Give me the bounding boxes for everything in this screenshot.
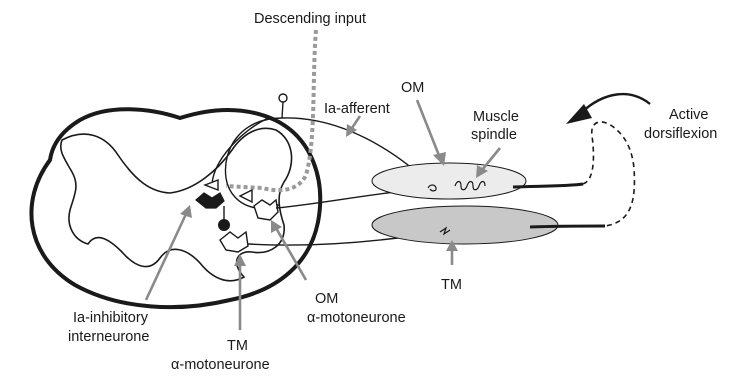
tm-tendon [530,226,605,227]
om-top-pointer [417,100,440,158]
tm-motoneurone-soma [220,232,248,252]
ia-afferent-pointer [352,116,360,128]
descending-input-label: Descending input [254,11,366,27]
om-muscle [372,163,526,199]
om-motoneurone-label-line2: α-motoneurone [307,310,406,326]
ia-inhibitory-label-line2: interneurone [68,329,149,345]
muscle-spindle-label-line1: Muscle [473,109,519,125]
tm-motoneurone-label-line1: TM [227,338,248,354]
ia-afferent-stem [282,102,283,118]
ia-synapse-terminal-left [205,180,218,190]
om-motoneurone-soma [254,200,278,220]
dorsiflexion-arrow [582,94,650,112]
foot-outline-dashed [583,122,634,226]
inhibitory-synapse [218,219,230,231]
om-top-label: OM [401,80,424,96]
ia-afferent-to-interneurone [212,118,268,184]
ia-afferent-label: Ia-afferent [324,101,390,117]
om-motoneurone-label-line1: OM [315,291,338,307]
ia-afferent-pointer-head [346,124,357,137]
muscle-spindle-label-line2: spindle [471,127,517,143]
tm-motoneurone-label-line2: α-motoneurone [171,357,270,373]
active-dorsiflexion-label-line2: dorsiflexion [644,126,717,142]
ia-inhibitory-pointer [146,214,186,300]
tm-muscle [372,206,558,244]
ia-inhibitory-label-line1: Ia-inhibitory [73,310,149,326]
tm-right-label: TM [441,277,462,293]
ia-inhibitory-interneurone [196,193,224,208]
dorsal-root-ganglion [279,94,287,102]
tm-motoneurone-pointer-head [234,254,246,266]
ia-synapse-terminal-right [240,190,252,202]
active-dorsiflexion-label-line1: Active [669,107,709,123]
